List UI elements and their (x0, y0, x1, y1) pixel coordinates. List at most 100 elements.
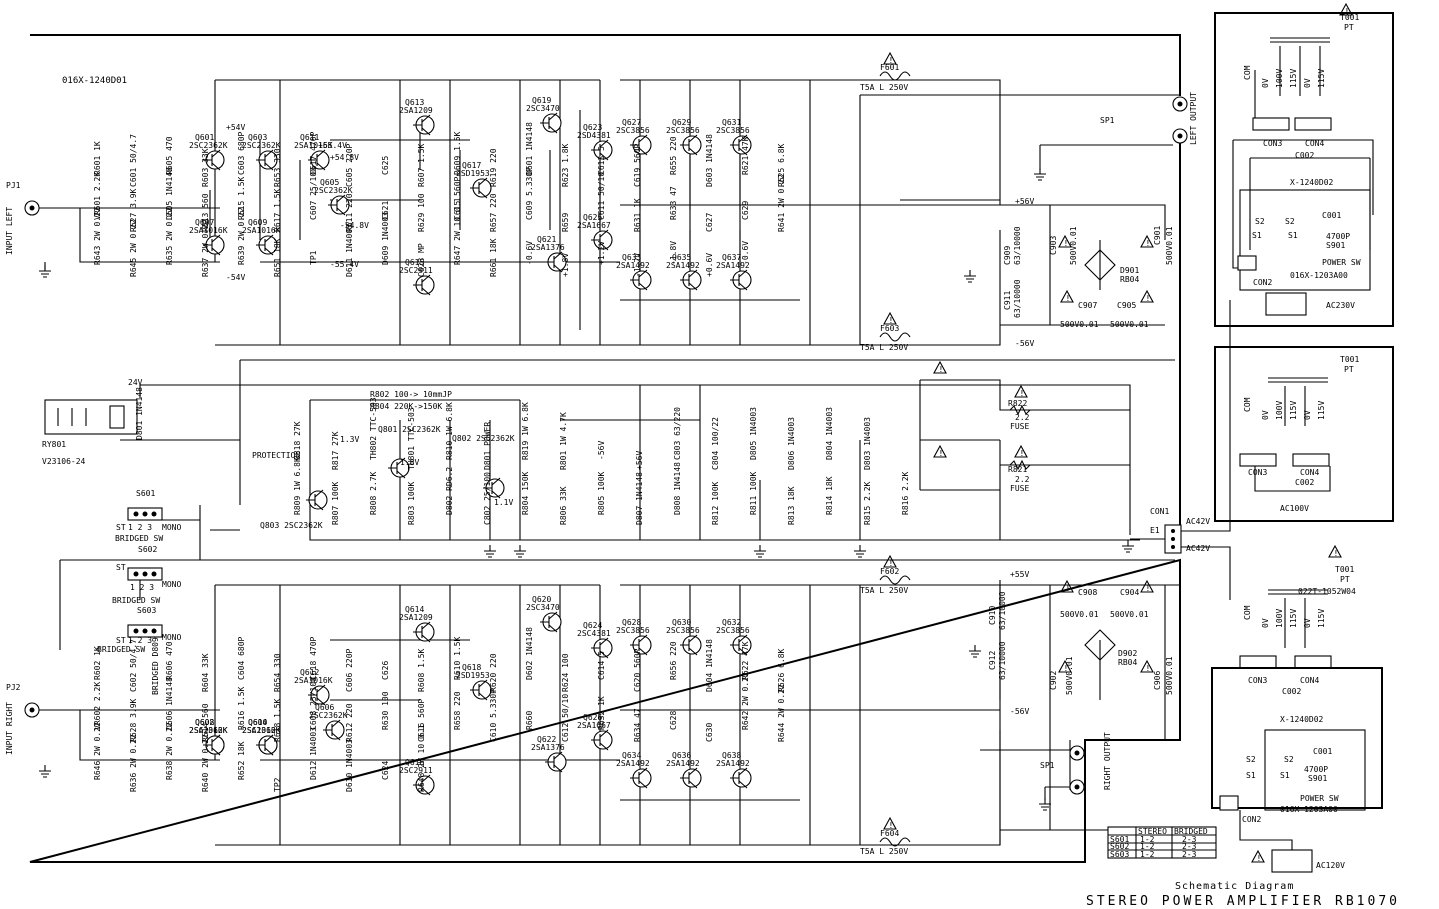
transistor-q622 (545, 751, 567, 773)
left-label: D601 1N4148 (525, 122, 534, 175)
v11-label: 1.1V (494, 498, 513, 507)
left-label: R609 1.5K (453, 131, 462, 175)
svg-text:F602: F602 (880, 567, 899, 576)
left-output-terminal-plus[interactable] (1172, 96, 1188, 112)
pj1-label: PJ1 (6, 181, 21, 190)
prot-label: R812 100K (711, 481, 720, 525)
tr-part: 2SC3856 (616, 626, 650, 635)
svg-text:2-3: 2-3 (1182, 842, 1197, 851)
tr-ref: Q635 (672, 253, 691, 262)
left-label: +0.6V (705, 253, 714, 277)
tr-part: 2SD1953 (456, 671, 490, 680)
svg-text:100V: 100V (1275, 69, 1284, 88)
input-jack-left[interactable] (24, 200, 40, 216)
left-label: C627 (705, 213, 714, 232)
switch-s601[interactable]: S601 ST 1 2 3 MONO BRIDGED SW (115, 489, 181, 543)
svg-text:!: ! (1345, 7, 1350, 16)
svg-text:63/10000: 63/10000 (1013, 279, 1022, 318)
svg-text:016X-1203A00: 016X-1203A00 (1290, 271, 1348, 280)
svg-text:BRIDGED D809: BRIDGED D809 (151, 637, 160, 695)
svg-text:S1: S1 (1288, 231, 1298, 240)
tr-part: 2SC3856 (716, 126, 750, 135)
svg-text:BRIDGED SW: BRIDGED SW (115, 534, 163, 543)
protection-wiring (59, 359, 1175, 650)
svg-text:1-2: 1-2 (1140, 842, 1155, 851)
svg-text:S2: S2 (1285, 217, 1295, 226)
tr-part: 2SD1953 (456, 169, 490, 178)
left-label: -0.6V (741, 241, 750, 265)
svg-text:PT: PT (1340, 575, 1350, 584)
right-label: R614 560 (201, 703, 210, 742)
right-label: R648 2W 10 0.1 (417, 724, 426, 792)
transistor-q803 (306, 489, 328, 511)
fuse-r821: R821 2.2 FUSE (1008, 459, 1031, 493)
tr-ref: Q620 (532, 595, 551, 604)
left-label: R647 2W 10 0.1 (453, 197, 462, 265)
tr-ref: Q615 (405, 258, 424, 267)
svg-text:PT: PT (1344, 23, 1354, 32)
svg-text:115V: 115V (1289, 69, 1298, 88)
tr-part: 2SA1016K (294, 141, 333, 150)
relay-ry801: RY801 V23106-24 24V D801 1N4148 (42, 378, 144, 466)
switch-s602[interactable]: S602 ST MONO 1 2 3 BRIDGED SW (112, 545, 181, 605)
prot-label: -56V (597, 441, 606, 460)
right-label: R620 220 (489, 653, 498, 692)
right-label: R630 100 (381, 691, 390, 730)
left-label: C601 50/4.7 (129, 134, 138, 187)
prot-label: +56V (635, 451, 644, 470)
transformer-ac100-box: T001 PT COM 0V 100V 115V 0V 115V CON3 CO… (1214, 346, 1394, 522)
svg-text:FUSE: FUSE (1010, 484, 1029, 493)
warning-icon (883, 554, 897, 568)
svg-text:500V0.01: 500V0.01 (1069, 226, 1078, 265)
svg-text:S2: S2 (1284, 755, 1294, 764)
tr-ref: Q623 (583, 123, 602, 132)
input-jack-right[interactable] (24, 702, 40, 718)
warning-icon (1014, 444, 1028, 458)
svg-text:C909: C909 (1003, 246, 1012, 265)
left-label: R615 1.5K (237, 176, 246, 220)
left-label: R637 2W 0.22 (201, 219, 210, 277)
con1-label: CON1 (1150, 507, 1169, 516)
prot-label: R809 1W 6.8K (293, 457, 302, 515)
ac42v-label-a: AC42V (1186, 517, 1210, 526)
svg-text:S603: S603 (137, 606, 156, 615)
svg-text:C002: C002 (1295, 478, 1314, 487)
svg-text:CON3: CON3 (1248, 468, 1267, 477)
warning-icon (1140, 579, 1154, 593)
warning-icon (883, 816, 897, 830)
right-output-terminal-plus[interactable] (1069, 745, 1085, 761)
tr-ref: Q624 (583, 621, 602, 630)
left-output-terminal-minus[interactable] (1172, 128, 1188, 144)
svg-text:63/10000: 63/10000 (998, 641, 1007, 680)
transformer-ac120-section: T001 PT 022T-1052W04 COM 0V 100V 115V 0V… (1211, 565, 1383, 873)
svg-text:1 2 3: 1 2 3 (128, 636, 152, 645)
prot-label: R808 2.7K (369, 471, 378, 515)
right-label: D610 1N4003 (345, 739, 354, 792)
left-label: -0.6V (525, 241, 534, 265)
right-output-terminal-minus[interactable] (1069, 779, 1085, 795)
svg-text:115V: 115V (1317, 401, 1326, 420)
svg-text:MONO: MONO (162, 633, 181, 642)
left-label: R633 47 (669, 186, 678, 220)
q803-label: Q803 2SC2362K (260, 521, 323, 530)
left-label: R625 6.8K (777, 143, 786, 187)
svg-text:!: ! (1064, 664, 1069, 673)
right-label: C616 560P (417, 698, 426, 742)
transistor-q631 (730, 134, 752, 156)
tr-ref: Q613 (405, 98, 424, 107)
left-label: R645 2W 0.22 (129, 219, 138, 277)
svg-text:BRIDGED SW: BRIDGED SW (112, 596, 160, 605)
svg-text:AC230V: AC230V (1326, 301, 1355, 310)
switch-s603[interactable]: S603 ST 1 2 3 MONO BRIDGED SW BRIDGED D8… (97, 606, 181, 695)
svg-text:V23106-24: V23106-24 (42, 457, 86, 466)
svg-text:!: ! (1064, 239, 1069, 248)
left-label: C621 (381, 201, 390, 220)
transistor-q609 (256, 234, 278, 256)
tr-part: 2SA1016K (242, 226, 281, 235)
tr-part: 2SA1376 (531, 743, 565, 752)
svg-text:1 2 3: 1 2 3 (128, 523, 152, 532)
warning-icon (1140, 659, 1154, 673)
left-label: R635 2W 0.22 (165, 207, 174, 265)
tr-ref: Q601 (195, 133, 214, 142)
